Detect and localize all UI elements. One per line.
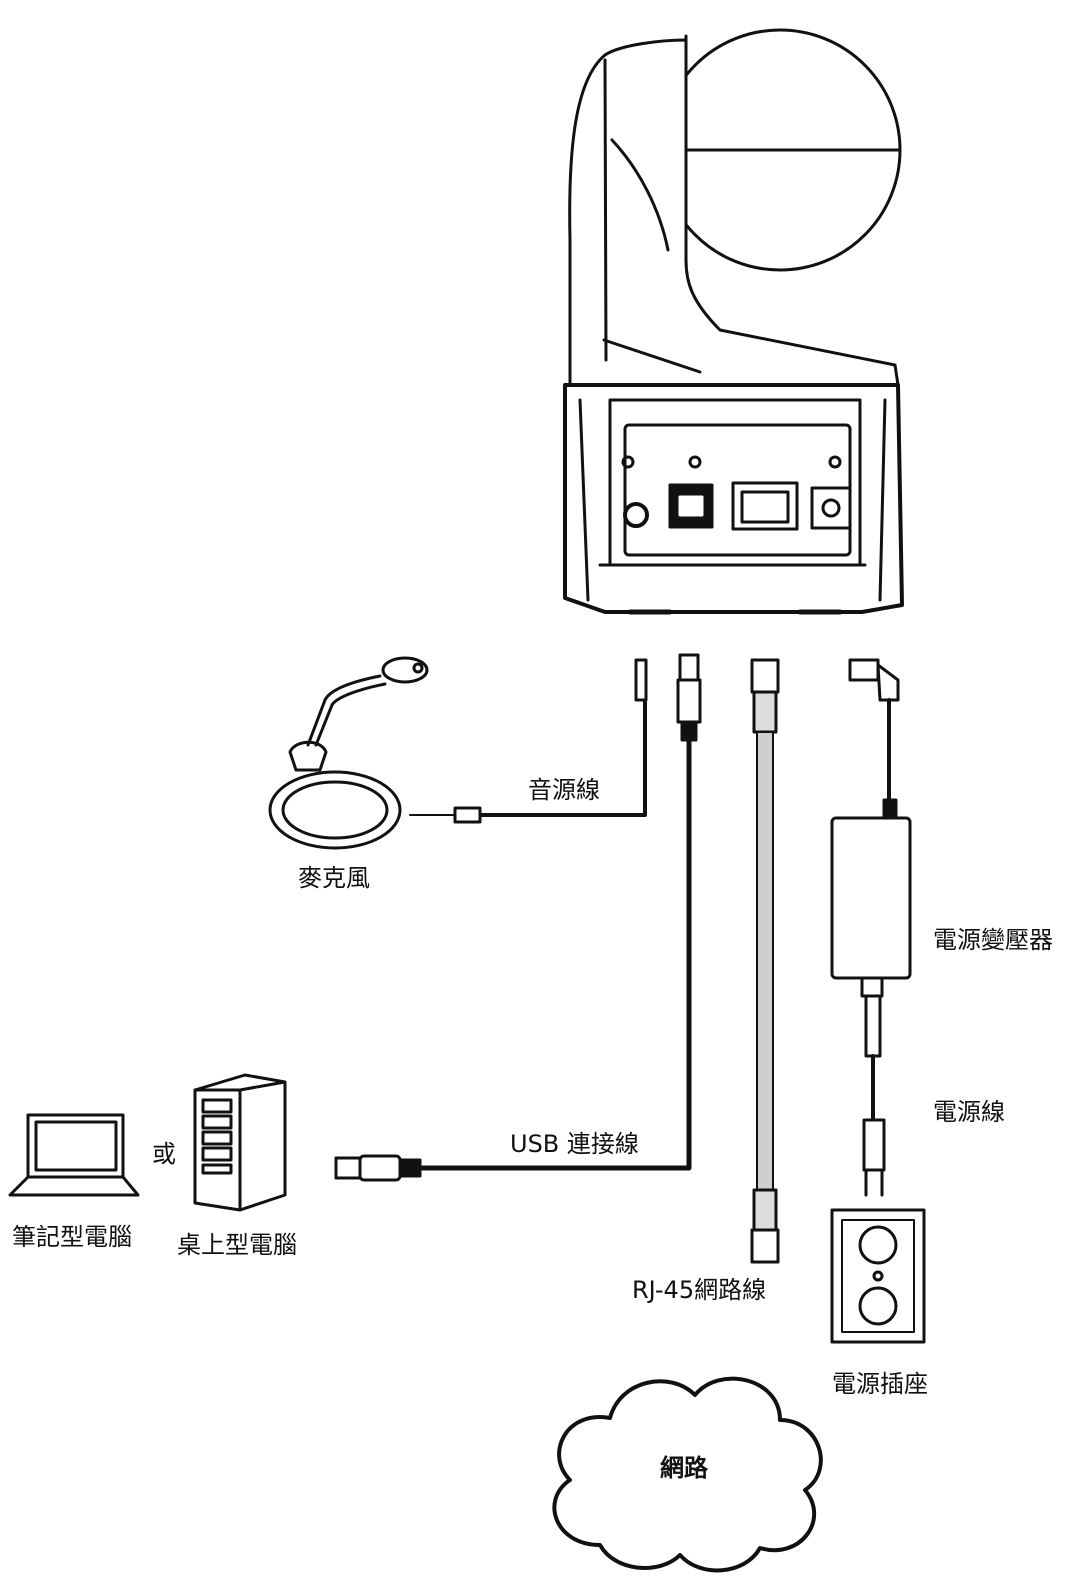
- microphone-icon: [268, 656, 429, 850]
- network-cloud-icon: [552, 1376, 823, 1573]
- usb-cable: [334, 653, 702, 1182]
- rj45-port-icon: [731, 481, 799, 531]
- power-adapter-label: 電源變壓器: [933, 926, 1053, 954]
- network-label: 網路: [660, 1454, 708, 1482]
- ptz-camera: [563, 28, 904, 615]
- or-label: 或: [152, 1140, 176, 1168]
- power-outlet-label: 電源插座: [832, 1370, 928, 1398]
- screw-icon: [688, 455, 702, 469]
- rj45-cable: [750, 658, 780, 1264]
- audio-port-icon: [623, 502, 649, 528]
- power-cord-label: 電源線: [933, 1098, 1005, 1126]
- usb-cable-label: USB 連接線: [510, 1130, 639, 1158]
- microphone-label: 麥克風: [298, 864, 370, 892]
- rj45-cable-label: RJ-45網路線: [632, 1276, 767, 1304]
- screw-icon: [621, 455, 635, 469]
- laptop-icon: [8, 1113, 140, 1197]
- audio-cable: [409, 658, 648, 824]
- audio-cable-label: 音源線: [528, 776, 600, 804]
- desktop-icon: [193, 1073, 287, 1212]
- dc-power-port-icon: [810, 486, 852, 530]
- power-adapter: [830, 658, 912, 1197]
- desktop-label: 桌上型電腦: [177, 1231, 297, 1259]
- screw-icon: [828, 455, 842, 469]
- power-outlet-icon: [830, 1208, 926, 1344]
- laptop-label: 筆記型電腦: [12, 1223, 132, 1251]
